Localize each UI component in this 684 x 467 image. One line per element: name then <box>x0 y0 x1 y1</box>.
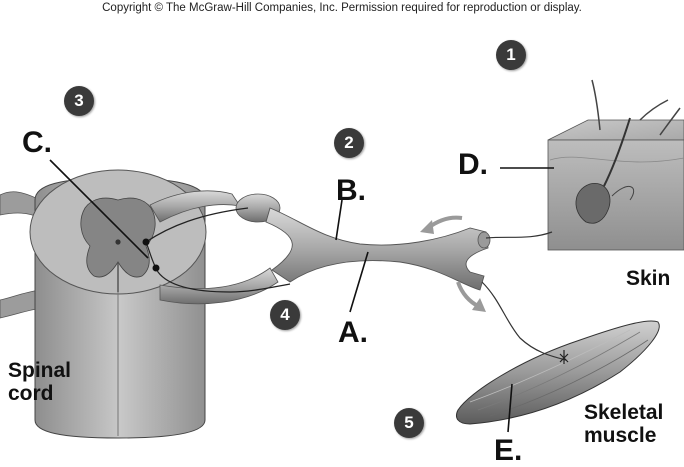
skin-label: Skin <box>626 267 671 290</box>
sensory-fiber <box>485 231 553 239</box>
skeletal-muscle <box>456 320 660 425</box>
step-4-badge: 4 <box>270 300 300 330</box>
leader-line-b <box>335 199 343 241</box>
label-c: C. <box>22 126 52 159</box>
skeletal-muscle-label-line2: muscle <box>584 423 657 447</box>
spinal-cord <box>0 169 207 439</box>
skin-block <box>547 79 684 251</box>
skeletal-muscle-label-line1: Skeletal <box>584 401 664 424</box>
leader-line-c <box>49 159 149 259</box>
spinal-nerve <box>149 190 491 305</box>
step-1-badge: 1 <box>496 40 526 70</box>
spinal-cord-label: Spinal cord <box>8 359 72 405</box>
step-3-badge: 3 <box>64 86 94 116</box>
leader-line-a <box>349 251 369 313</box>
spinal-cord-label-line1: Spinal <box>8 359 72 382</box>
neuromuscular-junction <box>559 350 569 364</box>
step-5-badge: 5 <box>394 408 424 438</box>
label-d: D. <box>458 148 488 181</box>
direction-arrows <box>420 215 486 312</box>
leader-line-e <box>507 383 513 433</box>
skeletal-muscle-label: Skeletal muscle <box>584 401 664 447</box>
leader-lines <box>49 159 554 433</box>
label-e: E. <box>494 434 523 467</box>
label-b: B. <box>336 174 366 207</box>
step-2-badge: 2 <box>334 128 364 158</box>
spinal-cord-label-line2: cord <box>8 381 54 405</box>
interneuron <box>142 207 291 293</box>
label-a: A. <box>338 316 368 349</box>
motor-fiber <box>481 281 567 361</box>
copyright-notice: Copyright © The McGraw-Hill Companies, I… <box>102 2 582 14</box>
